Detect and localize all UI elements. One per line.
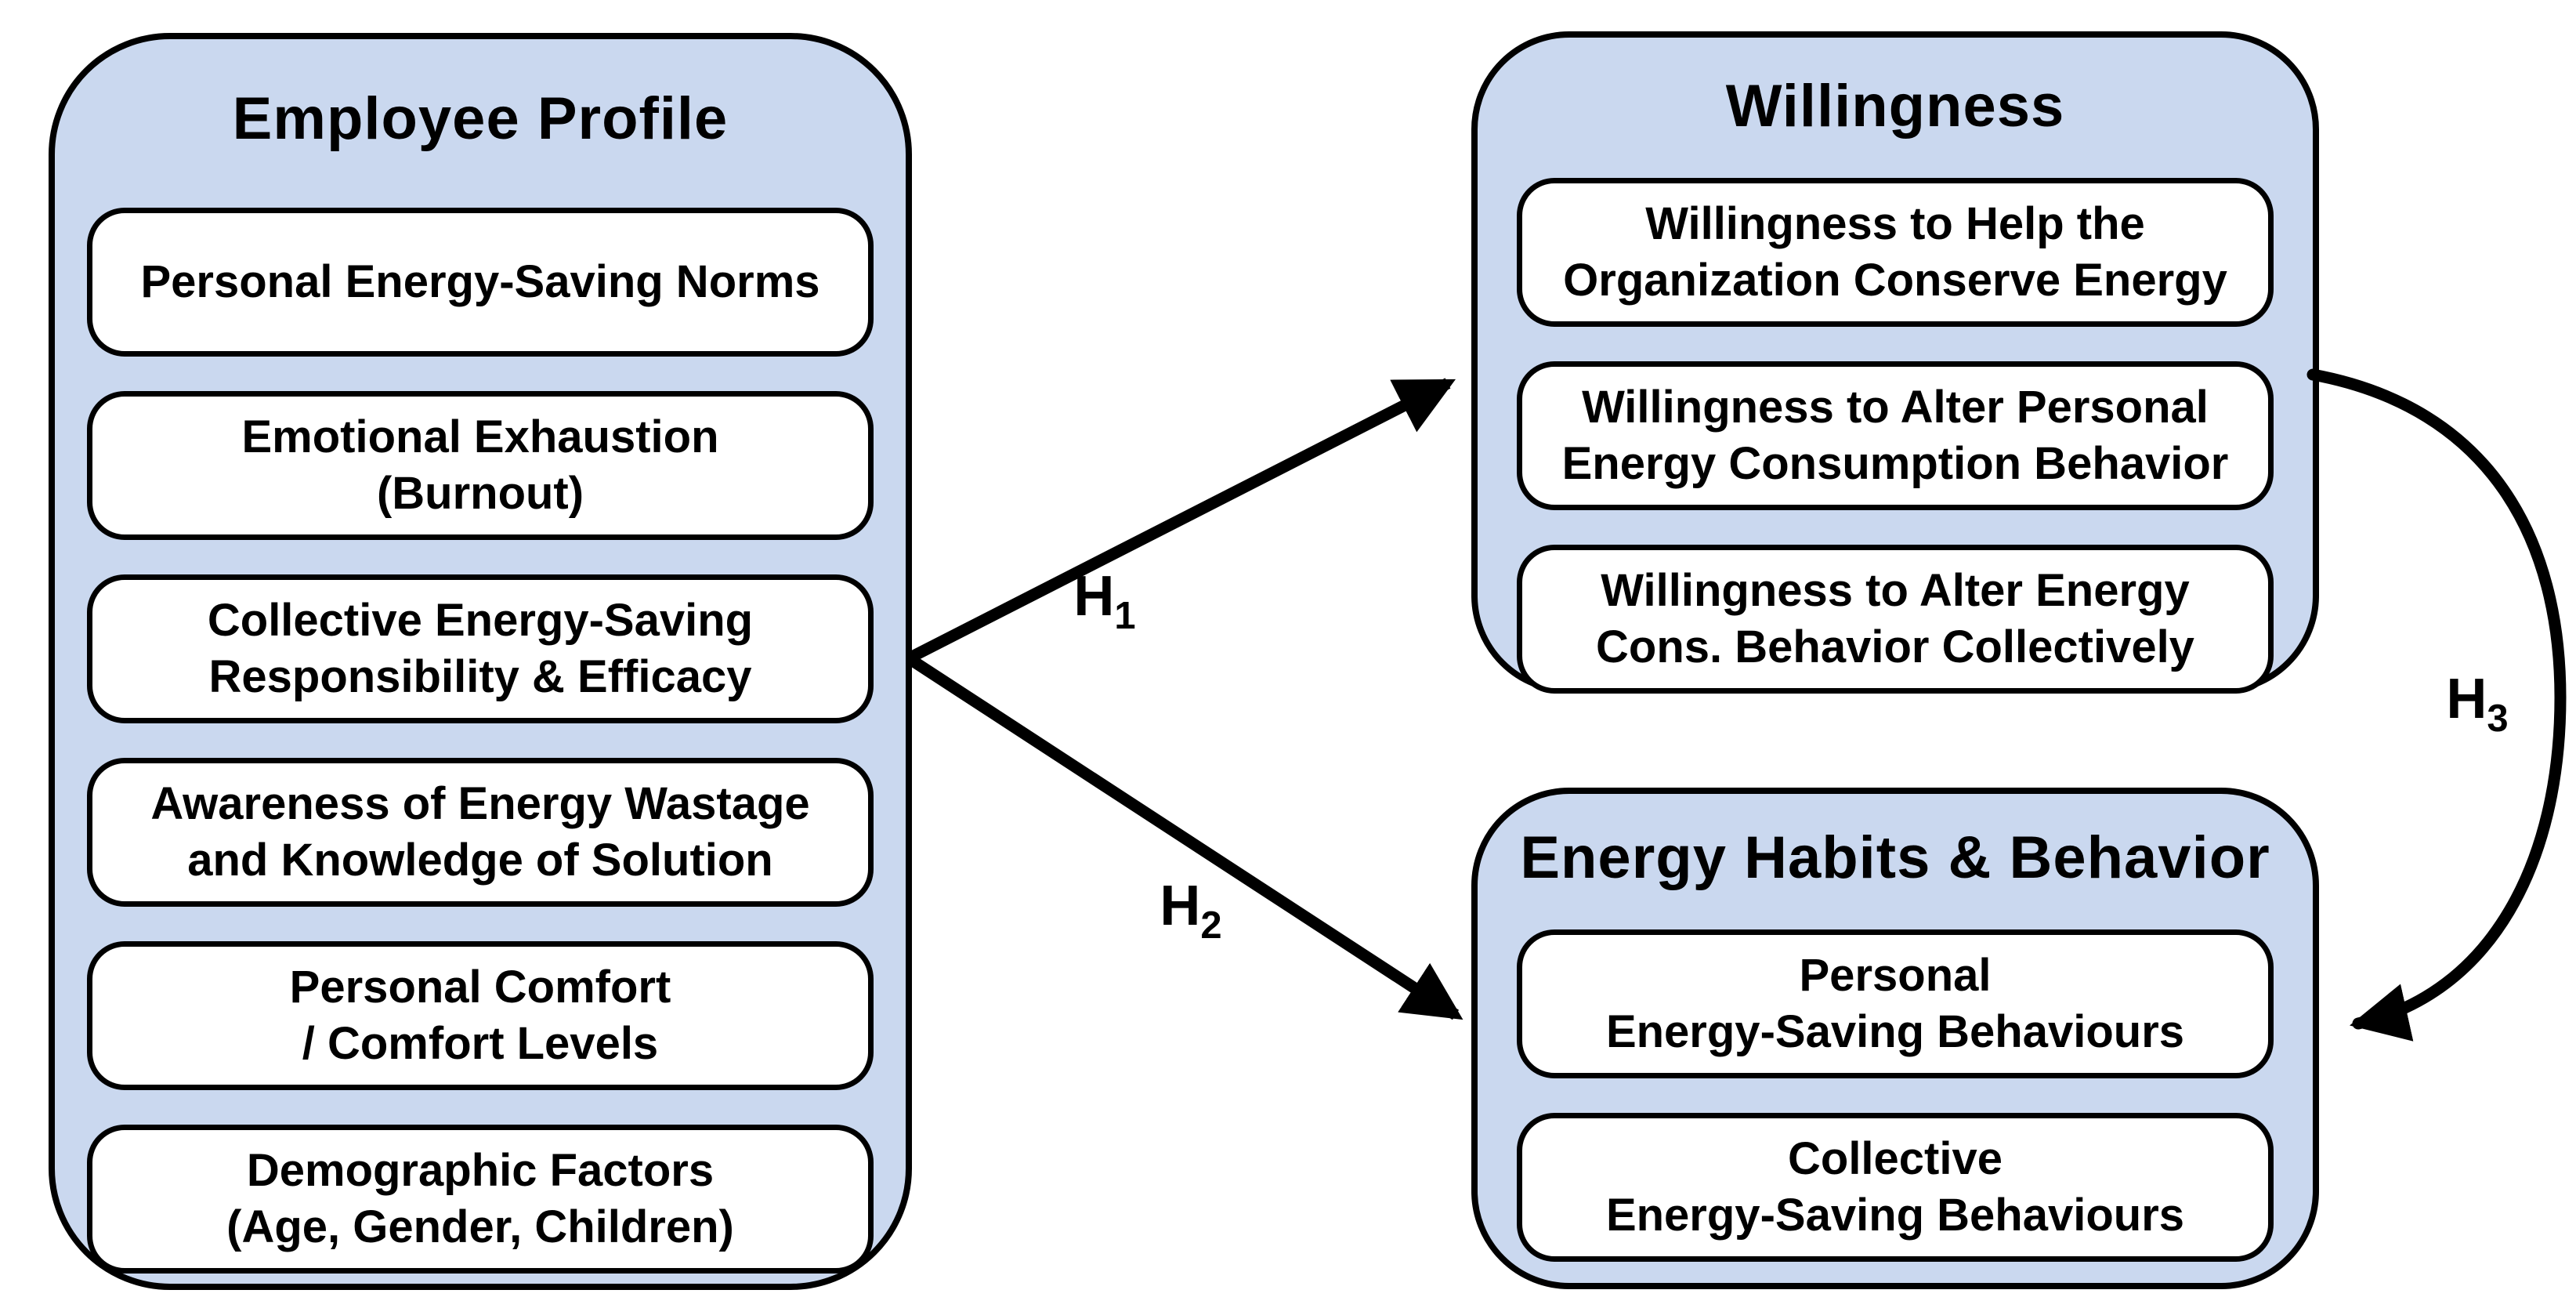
h1-label-sub: 1 bbox=[1114, 595, 1136, 638]
box-collective-energy-saving-responsibility: Collective Energy-Saving Responsibility … bbox=[87, 574, 874, 724]
box-emotional-exhaustion-burnout: Emotional Exhaustion (Burnout) bbox=[87, 391, 874, 541]
box-collective-energy-saving-behaviours: Collective Energy-Saving Behaviours bbox=[1517, 1113, 2274, 1263]
h2-label: H2 bbox=[1120, 875, 1261, 945]
box-personal-comfort-levels: Personal Comfort / Comfort Levels bbox=[87, 941, 874, 1091]
h1-arrow bbox=[906, 378, 1456, 664]
panel-energy-habits-behavior: Energy Habits & Behavior Personal Energy… bbox=[1471, 788, 2319, 1289]
h3-label: H3 bbox=[2407, 668, 2548, 738]
box-willingness-alter-collectively: Willingness to Alter Energy Cons. Behavi… bbox=[1517, 545, 2274, 694]
h1-label: H1 bbox=[1034, 565, 1175, 636]
h2-label-base: H bbox=[1160, 875, 1201, 937]
box-demographic-factors: Demographic Factors (Age, Gender, Childr… bbox=[87, 1125, 874, 1274]
h3-label-base: H bbox=[2446, 668, 2487, 730]
panel-energy-habits-title: Energy Habits & Behavior bbox=[1520, 824, 2270, 891]
box-willingness-alter-personal: Willingness to Alter Personal Energy Con… bbox=[1517, 361, 2274, 511]
h1-label-base: H bbox=[1073, 565, 1115, 628]
h2-label-sub: 2 bbox=[1200, 904, 1222, 947]
panel-willingness: Willingness Willingness to Help the Orga… bbox=[1471, 31, 2319, 694]
box-personal-energy-saving-behaviours: Personal Energy-Saving Behaviours bbox=[1517, 929, 2274, 1079]
panel-employee-profile: Employee Profile Personal Energy-Saving … bbox=[49, 33, 912, 1290]
h2-arrow bbox=[905, 653, 1463, 1020]
h3-label-sub: 3 bbox=[2487, 697, 2509, 741]
panel-employee-profile-title: Employee Profile bbox=[232, 85, 729, 152]
box-personal-energy-saving-norms: Personal Energy-Saving Norms bbox=[87, 208, 874, 357]
box-willingness-help-organization: Willingness to Help the Organization Con… bbox=[1517, 178, 2274, 328]
box-awareness-of-energy-wastage: Awareness of Energy Wastage and Knowledg… bbox=[87, 758, 874, 908]
panel-willingness-title: Willingness bbox=[1725, 73, 2065, 139]
